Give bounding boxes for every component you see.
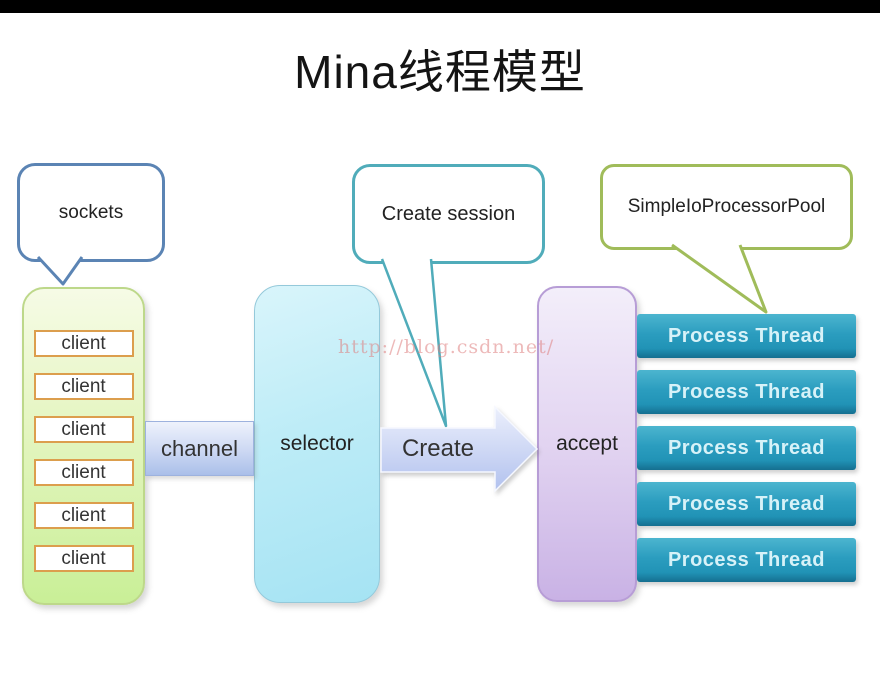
client-node: client (33, 502, 134, 529)
diagram-title: Mina线程模型 (294, 46, 586, 98)
process-thread-label: Process Thread (667, 380, 826, 403)
process-thread-bar: Process Thread (637, 314, 856, 358)
process-thread-bar: Process Thread (637, 426, 856, 470)
client-label: client (61, 418, 106, 440)
processor-pool-group: Process Thread Process Thread Process Th… (637, 314, 856, 594)
process-thread-label: Process Thread (667, 324, 826, 347)
create-arrow-label: Create (401, 435, 475, 462)
client-label: client (61, 375, 106, 397)
process-thread-label: Process Thread (667, 548, 826, 571)
process-thread-bar: Process Thread (637, 482, 856, 526)
client-label: client (61, 332, 106, 354)
sockets-callout: sockets (17, 163, 165, 262)
selector-node: selector (254, 285, 380, 603)
selector-label: selector (280, 432, 354, 455)
client-node: client (33, 545, 134, 572)
processor-pool-callout-label: SimpleIoProcessorPool (627, 196, 826, 217)
sockets-callout-label: sockets (58, 201, 124, 223)
process-thread-label: Process Thread (667, 492, 826, 515)
client-node: client (33, 373, 134, 400)
client-label: client (61, 547, 106, 569)
accept-node: accept (537, 286, 637, 602)
sockets-group-box: client client client client client clien… (22, 287, 145, 605)
create-session-callout-label: Create session (381, 202, 516, 225)
processor-pool-callout: SimpleIoProcessorPool (600, 164, 853, 250)
processor-pool-callout-tail (671, 243, 768, 314)
process-thread-bar: Process Thread (637, 370, 856, 414)
client-node: client (33, 330, 134, 357)
watermark-text: http://blog.csdn.net/ (338, 336, 555, 358)
client-node: client (33, 416, 134, 443)
client-node: client (33, 459, 134, 486)
create-session-callout: Create session (352, 164, 545, 264)
accept-label: accept (556, 432, 618, 455)
process-thread-bar: Process Thread (637, 538, 856, 582)
channel-connector: channel (145, 421, 254, 476)
client-label: client (61, 504, 106, 526)
process-thread-label: Process Thread (667, 436, 826, 459)
client-label: client (61, 461, 106, 483)
video-letterbox-bar (0, 0, 880, 13)
channel-label: channel (160, 435, 239, 461)
